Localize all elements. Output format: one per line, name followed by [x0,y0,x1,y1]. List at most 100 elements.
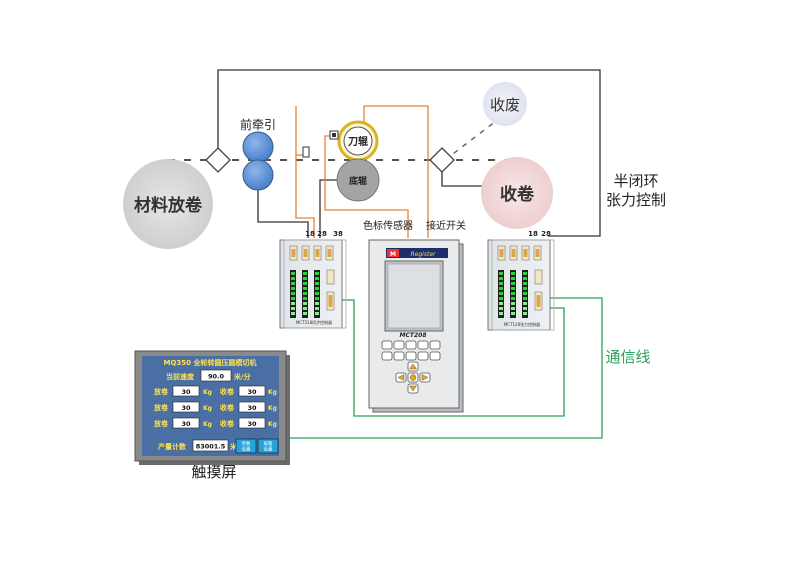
semi-closed-loop-label-2: 张力控制 [606,191,666,209]
left-controller-terminals: 18 28 38 [305,230,343,238]
comm-port-icon [326,291,335,311]
hmi-count-label: 产量计数 [158,442,187,451]
right-controller-ports [497,245,542,261]
keypad-key[interactable] [405,340,417,350]
comm-port-icon [534,291,543,311]
hmi-rewind-label: 收卷 [220,419,235,428]
unwind-roll: 材料放卷 [123,159,213,249]
logo-mark [387,249,399,257]
tension-sensor-right [429,147,455,173]
hmi-title: MQ350 全轮转圆压圆模切机 [164,358,257,367]
svg-text:设置: 设置 [242,446,251,453]
keypad-key[interactable] [417,340,429,350]
terminal-port-icon [534,269,543,285]
hmi-unwind-field[interactable] [172,385,200,397]
terminal-port-icon [325,245,334,261]
hmi-count-value: 83001.5 [196,443,226,451]
main-controller-screen [387,263,441,329]
waste-roll: 收废 [483,82,527,126]
proximity-switch-label: 接近开关 [426,219,466,232]
model-label: MCT208 [400,332,427,339]
hmi-rewind-field[interactable] [238,417,266,429]
right-controller-caption: MCT128张力控制器 [504,321,540,327]
hmi-unwind-unit: Kg [203,389,212,396]
hmi-speed-value: 90.0 [208,373,225,381]
terminal-port-icon [313,245,322,261]
comm-line-label: 通信线 [605,348,650,366]
hmi-unwind-field[interactable] [172,401,200,413]
svg-text:M: M [390,251,396,258]
hmi-speed-field[interactable] [200,369,232,382]
terminal-port-icon [301,245,310,261]
hmi-unwind-unit: Kg [203,405,212,412]
right-controller-led-bars [498,269,543,318]
hmi-rewind-unit: Kg [268,421,277,428]
arrow-keypad [395,361,431,394]
led-bar-icon [510,270,516,318]
keypad-key[interactable] [381,351,393,361]
proximity-switch-icon [329,130,339,140]
hmi-count-unit: 米 [229,442,238,451]
hmi-alarm-button[interactable]: 报警 设置 [257,438,279,454]
left-controller-ports [289,245,334,261]
keypad-key[interactable] [393,340,405,350]
semi-closed-loop-label-1: 半闭环 [613,172,658,190]
hmi-unwind-value: 30 [181,404,191,412]
hmi-speed-label: 当前速度 [166,372,195,381]
led-bar-icon [290,270,296,318]
terminal-label: 28 [317,230,327,238]
anvil-roller: 底辊 [336,158,380,202]
hmi-unwind-field[interactable] [172,417,200,429]
hmi-unwind-label: 放卷 [153,387,169,396]
right-controller: 18 28 MCT128张力控制器 [487,230,555,331]
keypad-key[interactable] [405,351,417,361]
hmi-rewind-unit: Kg [268,389,277,396]
svg-text:收卷: 收卷 [500,184,535,205]
hmi-unwind-label: 放卷 [153,403,169,412]
keypad-key[interactable] [417,351,429,361]
keypad-key[interactable] [429,340,441,350]
svg-text:Register: Register [411,251,437,258]
svg-text:材料放卷: 材料放卷 [134,195,203,216]
svg-text:报警: 报警 [264,440,273,447]
left-controller-caption: MCT318同步控制器 [296,319,332,325]
hmi-rewind-field[interactable] [238,385,266,397]
left-controller-led-bars [290,269,335,318]
hmi-count-field[interactable] [192,439,229,452]
terminal-label: 38 [333,230,343,238]
tension-sensor-left [205,147,231,173]
keypad-key[interactable] [429,351,441,361]
led-bar-icon [314,270,320,318]
terminal-port-icon [533,245,542,261]
hmi-rewind-value: 30 [247,388,257,396]
svg-text:收废: 收废 [490,96,520,114]
terminal-port-icon [289,245,298,261]
hmi-param-button[interactable]: 参数 设置 [235,438,257,454]
terminal-port-icon [497,245,506,261]
keypad-key[interactable] [381,340,393,350]
led-bar-icon [498,270,504,318]
terminal-port-icon [521,245,530,261]
color-mark-sensor-icon [302,146,310,158]
terminal-port-icon [509,245,518,261]
terminal-port-icon [326,269,335,285]
svg-text:设置: 设置 [264,446,273,453]
hmi-rewind-label: 收卷 [220,403,235,412]
knife-roller: 刀辊 [337,120,379,162]
hmi-unwind-label: 放卷 [153,419,169,428]
hmi-rewind-field[interactable] [238,401,266,413]
terminal-label: 18 [528,230,538,238]
color-sensor-label: 色标传感器 [363,219,413,232]
keypad-key[interactable] [393,351,405,361]
left-controller: 18 28 38 MCT318同步控制器 [279,230,347,329]
svg-text:刀辊: 刀辊 [348,135,368,148]
hmi-rewind-value: 30 [247,420,257,428]
svg-text:参数: 参数 [242,440,251,447]
hmi-unwind-unit: Kg [203,421,212,428]
